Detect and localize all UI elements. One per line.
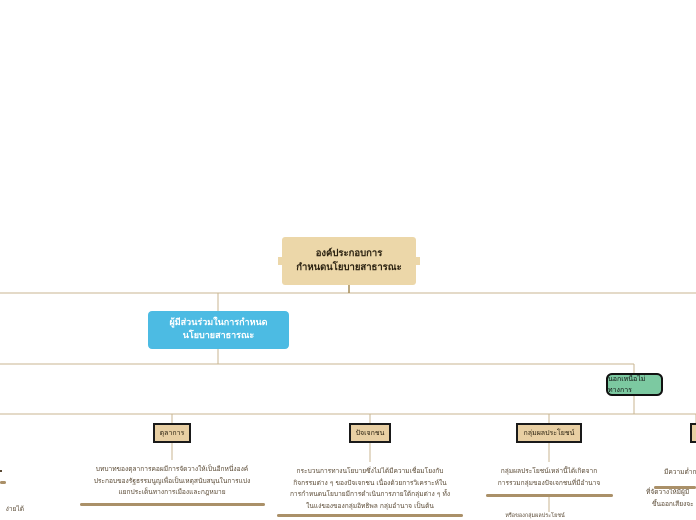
individual-label: ปัจเจกชน xyxy=(355,428,385,437)
judiciary-topic[interactable]: ตุลาการ xyxy=(153,423,191,443)
desc-line: การกำหนดนโยบายมีการดำเนินการภายใต้กลุ่มต… xyxy=(289,490,451,498)
right-branch-topic[interactable] xyxy=(690,423,696,443)
unofficial-badge[interactable]: นอกเหนือไม่ทางการ xyxy=(606,373,663,396)
desc-line: มีความต่ำกว่า xyxy=(664,468,696,476)
desc-line: ขึ้นออกเสียงจะ xyxy=(652,500,694,508)
root-left-handle xyxy=(278,257,284,265)
root-topic-line2: กำหนดนโยบายสาธารณะ xyxy=(296,262,402,273)
individual-description: กระบวนการทางนโยบายซึ่งไม่ได้มีความเชื่อม… xyxy=(276,466,464,512)
judiciary-label: ตุลาการ xyxy=(159,428,185,437)
interest-group-topic[interactable]: กลุ่มผลประโยชน์ xyxy=(516,423,582,443)
right-branch-description: มีความต่ำกว่า ที่จัดวางให้มีผู้มี ขึ้นออ… xyxy=(646,466,696,510)
interest-group-underline xyxy=(486,494,613,497)
desc-line: ในแง่ของของกลุ่มอิทธิพล กลุ่มอำนาจ เป็นต… xyxy=(306,501,434,510)
participants-line2: นโยบายสาธารณะ xyxy=(182,331,255,341)
desc-line: บทบาทของตุลาการคอผมีการจัดวางให้เป็นอีกห… xyxy=(95,465,249,473)
desc-line: แยกประเด็นทางการเมืองและกฎหมาย xyxy=(118,488,226,496)
judiciary-description: บทบาทของตุลาการคอผมีการจัดวางให้เป็นอีกห… xyxy=(70,464,274,499)
desc-line: กระบวนการทางนโยบายซึ่งไม่ได้มีความเชื่อม… xyxy=(296,467,444,475)
participants-topic[interactable]: ผู้มีส่วนร่วมในการกำหนด นโยบายสาธารณะ xyxy=(148,311,289,349)
right-branch-underline xyxy=(654,486,696,489)
judiciary-underline xyxy=(80,503,265,506)
individual-topic[interactable]: ปัจเจกชน xyxy=(349,423,391,443)
desc-line: กิจกรรมต่าง ๆ ของปัจเจกชน เนื่องด้วยการว… xyxy=(293,478,447,487)
root-right-handle xyxy=(414,257,420,265)
interest-group-description: กลุ่มผลประโยชน์เหล่านี้ได้เกิดจาก การรวม… xyxy=(478,466,620,489)
left-branch-fragment: ง่ายได้ xyxy=(5,505,24,513)
interest-group-extra: หรือของกลุ่มผลประโยชน์ xyxy=(505,513,565,519)
desc-line: กลุ่มผลประโยชน์เหล่านี้ได้เกิดจาก xyxy=(500,467,598,475)
left-branch-underline xyxy=(0,481,6,484)
root-topic[interactable]: องค์ประกอบการ กำหนดนโยบายสาธารณะ xyxy=(278,237,420,285)
desc-line: การรวมกลุ่มของปัจเจกชนที่มีอำนาจ xyxy=(497,478,601,487)
participants-line1: ผู้มีส่วนร่วมในการกำหนด xyxy=(169,318,268,328)
root-topic-line1: องค์ประกอบการ xyxy=(315,248,383,259)
desc-line: ประกอบของรัฐธรรมนูญเพื่อเป็นเหตุสนับสนุน… xyxy=(93,476,251,485)
unofficial-badge-label: นอกเหนือไม่ทางการ xyxy=(608,374,646,394)
individual-underline xyxy=(277,514,463,517)
left-branch-dot xyxy=(0,470,2,472)
desc-line: ที่จัดวางให้มีผู้มี xyxy=(646,488,690,496)
interest-group-label: กลุ่มผลประโยชน์ xyxy=(523,428,575,437)
